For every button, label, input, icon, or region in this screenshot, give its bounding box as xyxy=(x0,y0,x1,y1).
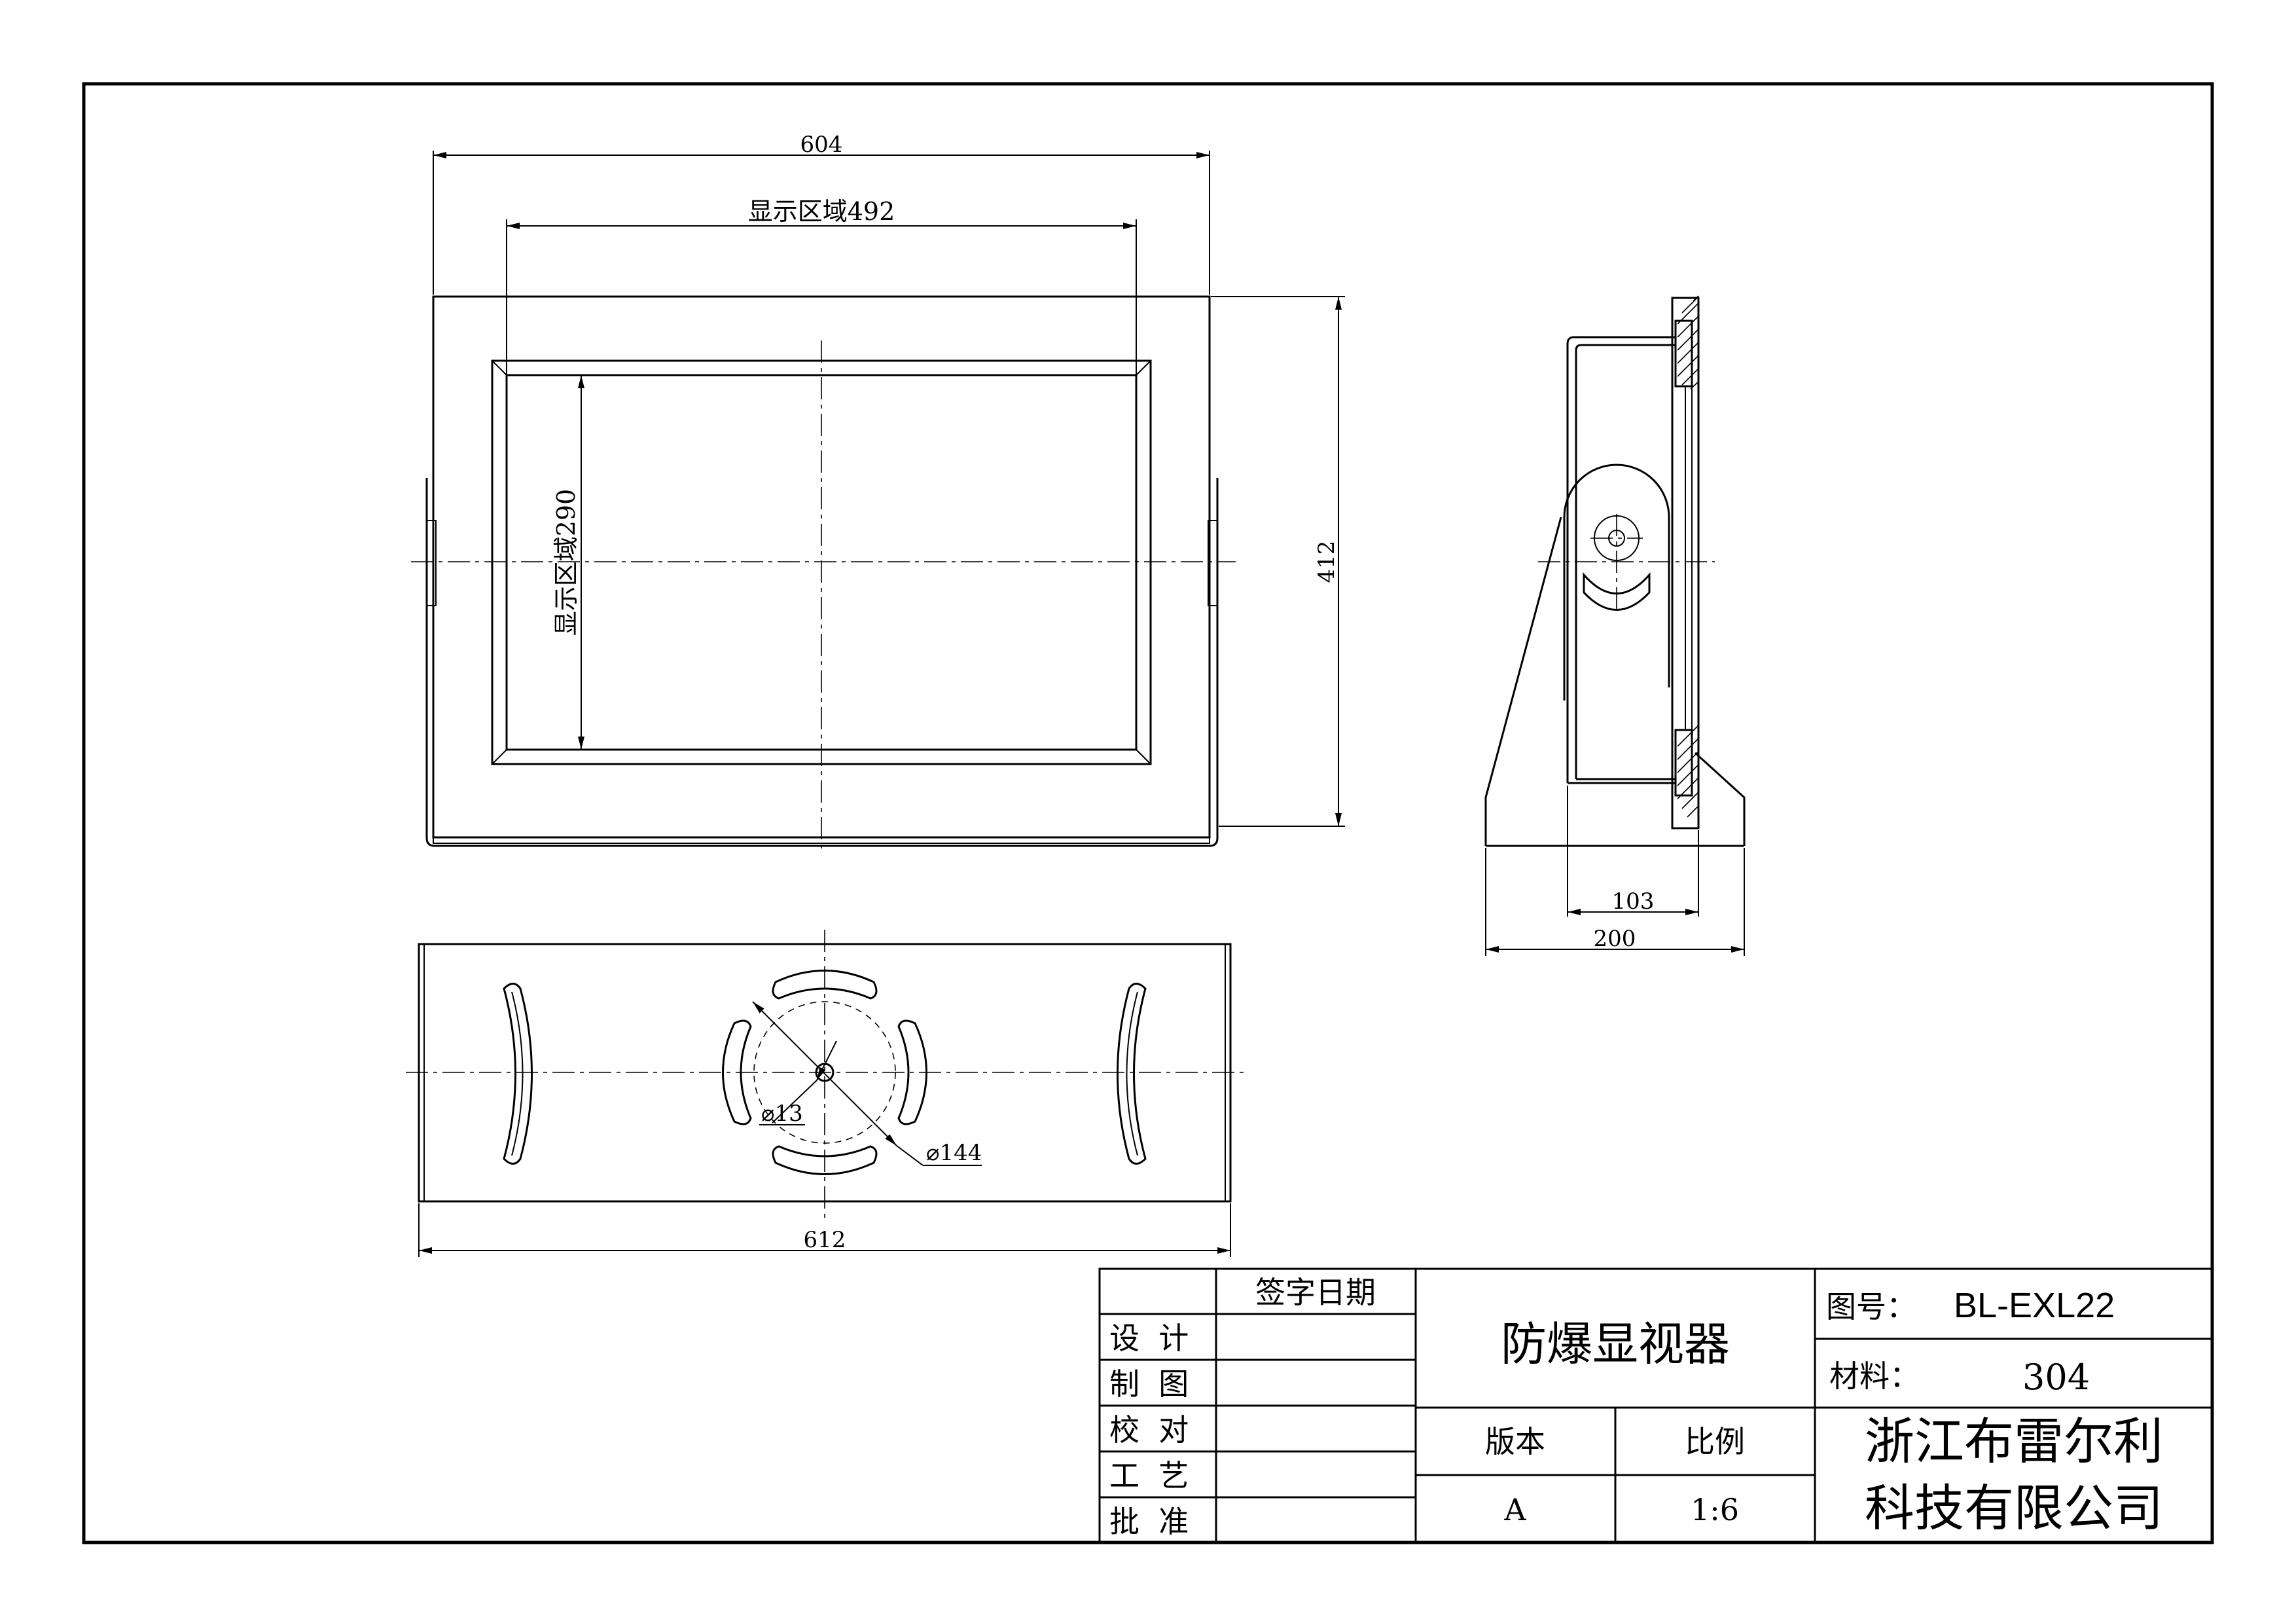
scale-value: 1:6 xyxy=(1691,1492,1739,1527)
dim-front-width: 604 xyxy=(800,132,843,158)
dim-total-height: 412 xyxy=(1314,541,1340,583)
version-value: A xyxy=(1503,1492,1526,1527)
dim-side-base: 200 xyxy=(1594,926,1636,952)
product-name: 防爆显视器 xyxy=(1501,1317,1730,1371)
version-label: 版本 xyxy=(1485,1424,1545,1459)
material-value: 304 xyxy=(2022,1357,2090,1398)
drawing-no: BL-EXL22 xyxy=(1954,1286,2115,1325)
dim-side-depth: 103 xyxy=(1612,888,1655,915)
side-view: 103 200 xyxy=(1484,295,1746,956)
role-approve: 批 准 xyxy=(1109,1504,1189,1539)
material-label: 材料： xyxy=(1829,1359,1920,1394)
role-design: 设 计 xyxy=(1109,1321,1189,1356)
dim-display-height: 显示区域290 xyxy=(552,489,581,636)
bottom-view: ⌀144 ⌀13 612 xyxy=(406,930,1244,1257)
company-line1: 浙江布雷尔利 xyxy=(1865,1412,2163,1470)
role-draw: 制 图 xyxy=(1109,1366,1189,1402)
company-line2: 科技有限公司 xyxy=(1865,1479,2163,1537)
role-check: 校 对 xyxy=(1109,1412,1189,1448)
front-view: 604 显示区域492 显示区域290 412 xyxy=(411,132,1345,851)
drawing-no-label: 图号： xyxy=(1826,1289,1916,1324)
mount-slots xyxy=(722,970,927,1175)
title-block: 签字日期 设 计 制 图 校 对 工 艺 批 准 防爆显视器 版本 比例 A 1… xyxy=(1098,1267,2214,1544)
scale-label: 比例 xyxy=(1685,1424,1745,1459)
dim-pcd: ⌀144 xyxy=(926,1140,982,1166)
sign-date-header: 签字日期 xyxy=(1255,1275,1376,1310)
role-process: 工 艺 xyxy=(1109,1458,1189,1493)
dim-hole: ⌀13 xyxy=(761,1101,803,1127)
dim-base-width: 612 xyxy=(804,1227,846,1253)
dim-display-width: 显示区域492 xyxy=(748,197,895,226)
